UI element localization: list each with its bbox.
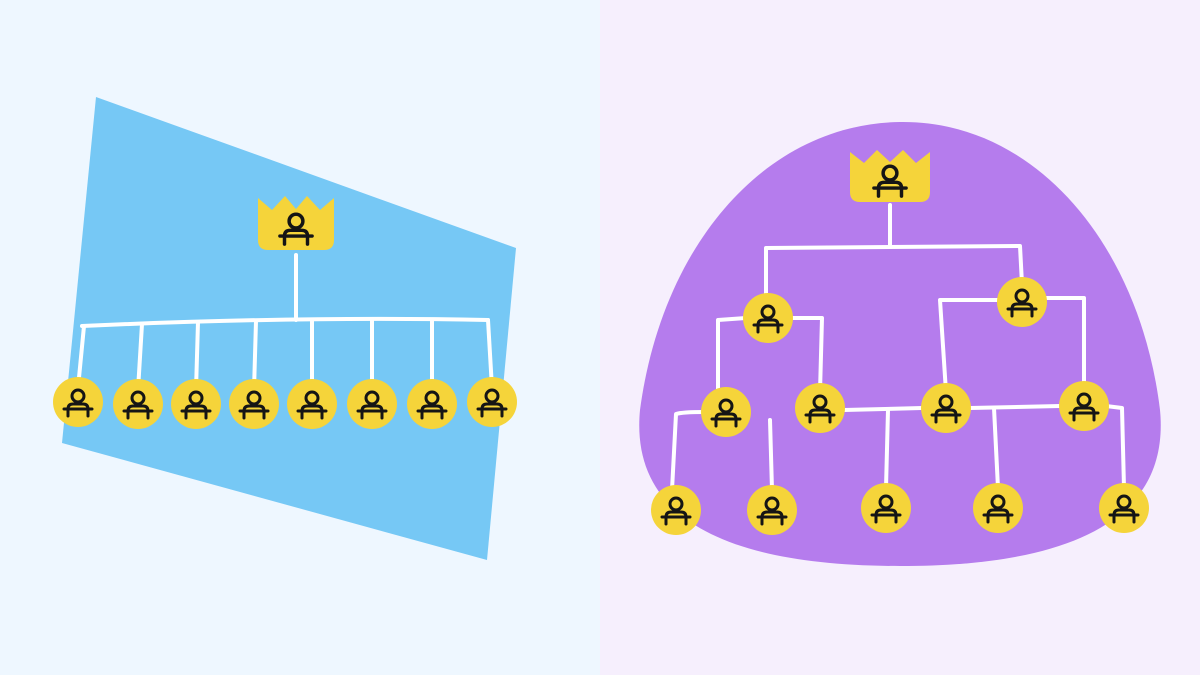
flat-drop-line (136, 322, 144, 392)
crown-shape (258, 196, 334, 250)
hierarchy-line (1104, 404, 1126, 490)
member-node (1099, 483, 1149, 533)
member-node (861, 483, 911, 533)
hierarchy-line (764, 244, 1024, 302)
hierarchy-leader (850, 150, 930, 202)
member-node (407, 379, 457, 429)
member-node (921, 383, 971, 433)
hierarchy-connectors (670, 203, 1126, 492)
hierarchy-line (1044, 296, 1086, 390)
hierarchy-line (938, 298, 1000, 394)
hierarchy-line (842, 406, 924, 412)
flat-drop-line (252, 319, 258, 392)
member-node (1059, 381, 1109, 431)
member-node (287, 379, 337, 429)
hierarchy-line (790, 316, 824, 394)
member-node (651, 485, 701, 535)
hierarchy-line (670, 410, 706, 492)
flat-drop-line (486, 318, 494, 390)
member-node (229, 379, 279, 429)
flat-structure-shape (62, 97, 516, 560)
hierarchy-level-3 (701, 381, 1109, 437)
member-node (467, 377, 517, 427)
hierarchy-level-4 (651, 483, 1149, 535)
member-node (973, 483, 1023, 533)
member-node (347, 379, 397, 429)
hierarchy-line (768, 418, 774, 492)
member-node (743, 293, 793, 343)
hierarchy-line (992, 406, 1000, 490)
member-node (53, 377, 103, 427)
flat-structure-diagram (53, 97, 517, 560)
hierarchy-line (884, 408, 890, 490)
crown-shape (850, 150, 930, 202)
member-node (113, 379, 163, 429)
hierarchy-line (968, 404, 1062, 410)
hierarchy-line (716, 316, 748, 394)
flat-leader (258, 196, 334, 250)
hierarchy-level-2 (743, 277, 1047, 343)
member-node (171, 379, 221, 429)
flat-connectors (76, 253, 494, 392)
hierarchical-structure-diagram (639, 121, 1161, 567)
member-node (795, 383, 845, 433)
member-node (701, 387, 751, 437)
flat-drop-line (194, 320, 200, 392)
member-node (997, 277, 1047, 327)
member-node (747, 485, 797, 535)
flat-members (53, 377, 517, 429)
